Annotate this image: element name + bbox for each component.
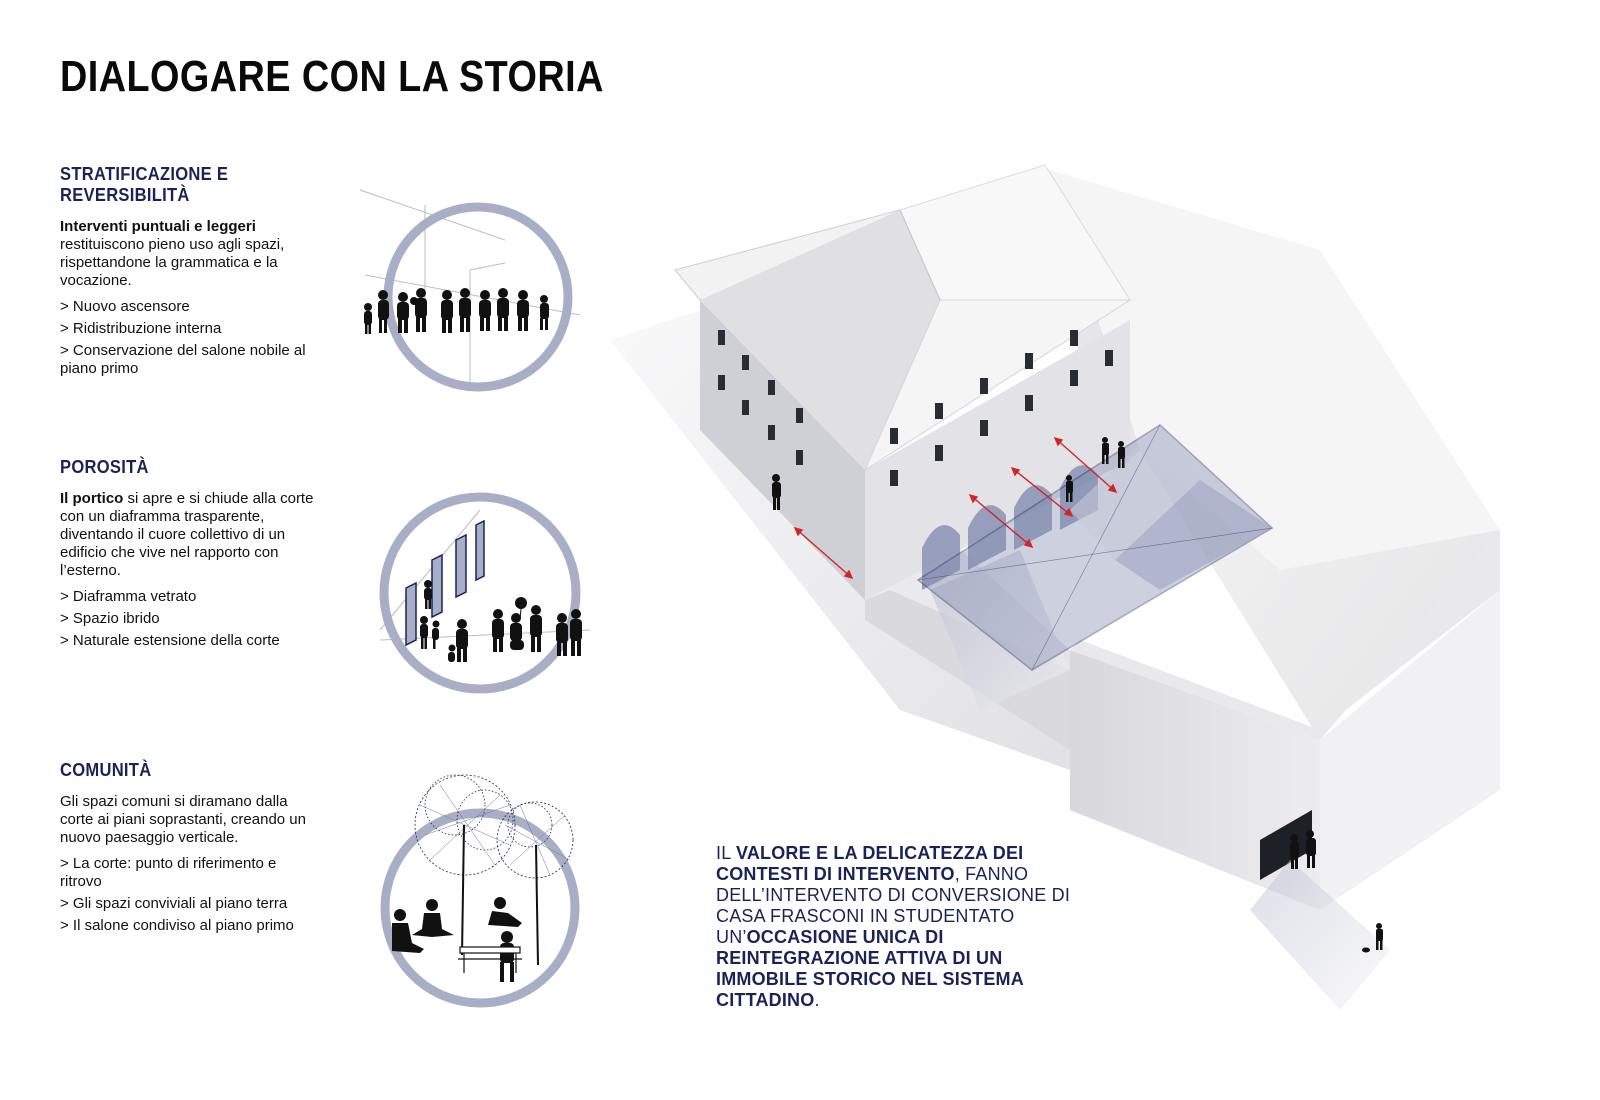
intro-text: restituiscono pieno uso agli spazi, risp… [60, 236, 285, 289]
bullet-item: > Ridistribuzione interna [60, 320, 222, 337]
section-heading: STRATIFICAZIONE E REVERSIBILITÀ [60, 164, 229, 205]
community-circle-icon [380, 774, 580, 1008]
intro-bold: Il portico [60, 490, 124, 507]
section-intro: Interventi puntuali e leggeri restituisc… [60, 218, 320, 290]
page-title: DIALOGARE CON LA STORIA [60, 52, 604, 101]
court-projection [930, 550, 1070, 710]
project-statement: IL VALORE E LA DELICATEZZA DEI CONTESTI … [716, 843, 1076, 1011]
section-heading: POROSITÀ [60, 457, 149, 477]
bullet-item: > Conservazione del salone nobile al pia… [60, 342, 306, 377]
intro-text: si apre e si chiude alla corte con un di… [60, 490, 314, 579]
section-stratificazione: STRATIFICAZIONE E REVERSIBILITÀ Interven… [60, 164, 320, 382]
section-porosita: POROSITÀ Il portico si apre e si chiude … [60, 457, 320, 654]
bullet-item: > Gli spazi conviviali al piano terra [60, 895, 288, 912]
intro-text: Gli spazi comuni si diramano dalla corte… [60, 793, 306, 846]
statement-text: . [814, 990, 820, 1010]
intro-bold: Interventi puntuali e leggeri [60, 218, 256, 235]
portico-circle-icon [379, 492, 591, 694]
bullet-item: > Spazio ibrido [60, 610, 160, 627]
people-circle-icon [359, 189, 581, 392]
section-comunita: COMUNITÀ Gli spazi comuni si diramano da… [60, 760, 320, 939]
statement-text: , FANNO DELL’INTERVENTO DI CONVERSIONE D… [716, 864, 1071, 947]
street-passage [1250, 810, 1390, 1010]
courtyard-glass [916, 423, 1274, 671]
building-axonometric [610, 164, 1500, 1010]
bullet-item: > Naturale estensione della corte [60, 632, 280, 649]
main-roof [674, 164, 1132, 472]
section-intro: Gli spazi comuni si diramano dalla corte… [60, 793, 320, 847]
statement-bold: OCCASIONE UNICA DI REINTEGRAZIONE ATTIVA… [716, 927, 1024, 1010]
section-intro: Il portico si apre e si chiude alla cort… [60, 490, 320, 580]
statement-bold: VALORE E LA DELICATEZZA DEI CONTESTI DI … [716, 843, 1024, 884]
section-heading: COMUNITÀ [60, 760, 152, 780]
windows [718, 330, 1113, 486]
bullet-item: > Nuovo ascensore [60, 298, 190, 315]
bullet-item: > Il salone condiviso al piano primo [60, 917, 294, 934]
bullet-item: > Diaframma vetrato [60, 588, 197, 605]
circulation-arrows [793, 436, 1118, 580]
statement-text: IL [716, 843, 736, 863]
bullet-item: > La corte: punto di riferimento e ritro… [60, 855, 277, 890]
courtyard-people [772, 437, 1125, 510]
back-wing [1050, 170, 1500, 570]
